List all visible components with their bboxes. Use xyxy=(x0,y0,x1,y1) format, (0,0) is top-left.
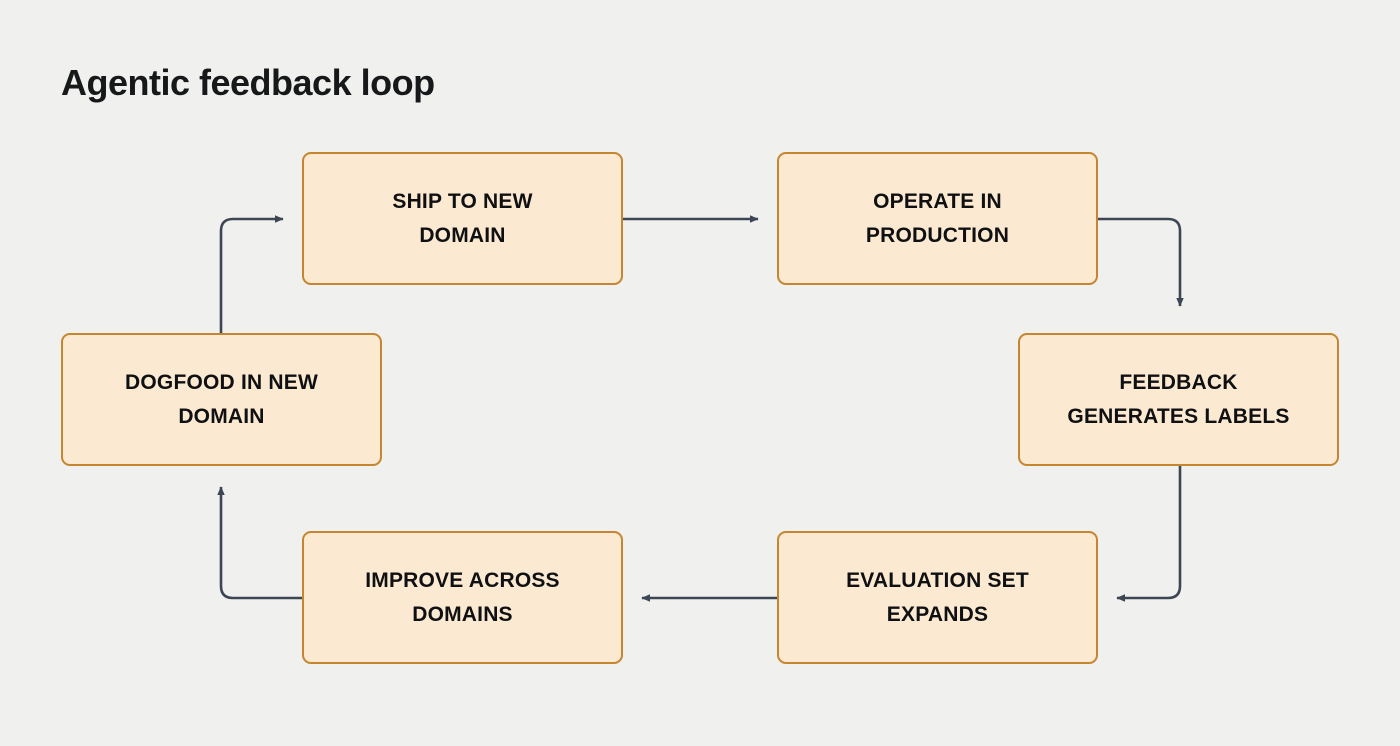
edge-operate-to-feedback xyxy=(1098,217,1184,307)
edge-feedback-to-evaluation xyxy=(1116,466,1182,602)
edge-improve-to-dogfood xyxy=(217,486,302,600)
node-label-line2: GENERATES LABELS xyxy=(1067,404,1290,428)
node-label-line1: OPERATE IN xyxy=(873,189,1002,213)
node-label-line2: DOMAIN xyxy=(178,404,265,428)
node-label-operate-in-production: OPERATE IN PRODUCTION xyxy=(852,185,1023,253)
page-title: Agentic feedback loop xyxy=(61,62,435,103)
edge-dogfood-to-ship xyxy=(219,215,284,333)
node-label-line2: DOMAINS xyxy=(412,602,513,626)
node-label-line2: EXPANDS xyxy=(886,602,989,626)
node-label-line1: EVALUATION SET xyxy=(846,568,1029,592)
node-label-line2: PRODUCTION xyxy=(865,223,1010,247)
node-evaluation-set-expands[interactable]: EVALUATION SET EXPANDS xyxy=(777,531,1098,664)
node-label-line1: FEEDBACK xyxy=(1119,370,1238,394)
node-label-ship-to-new-domain: SHIP TO NEW DOMAIN xyxy=(378,185,546,253)
node-label-feedback-generates-labels: FEEDBACK GENERATES LABELS xyxy=(1053,366,1303,434)
node-label-line2: DOMAIN xyxy=(419,223,506,247)
node-dogfood-in-new-domain[interactable]: DOGFOOD IN NEW DOMAIN xyxy=(61,333,382,466)
node-improve-across-domains[interactable]: IMPROVE ACROSS DOMAINS xyxy=(302,531,623,664)
node-label-evaluation-set-expands: EVALUATION SET EXPANDS xyxy=(832,564,1043,632)
node-label-line1: IMPROVE ACROSS xyxy=(365,568,560,592)
node-label-dogfood-in-new-domain: DOGFOOD IN NEW DOMAIN xyxy=(111,366,332,434)
node-label-line1: SHIP TO NEW xyxy=(392,189,533,213)
node-label-improve-across-domains: IMPROVE ACROSS DOMAINS xyxy=(351,564,574,632)
node-ship-to-new-domain[interactable]: SHIP TO NEW DOMAIN xyxy=(302,152,623,285)
node-operate-in-production[interactable]: OPERATE IN PRODUCTION xyxy=(777,152,1098,285)
node-feedback-generates-labels[interactable]: FEEDBACK GENERATES LABELS xyxy=(1018,333,1339,466)
node-label-line1: DOGFOOD IN NEW xyxy=(125,370,318,394)
